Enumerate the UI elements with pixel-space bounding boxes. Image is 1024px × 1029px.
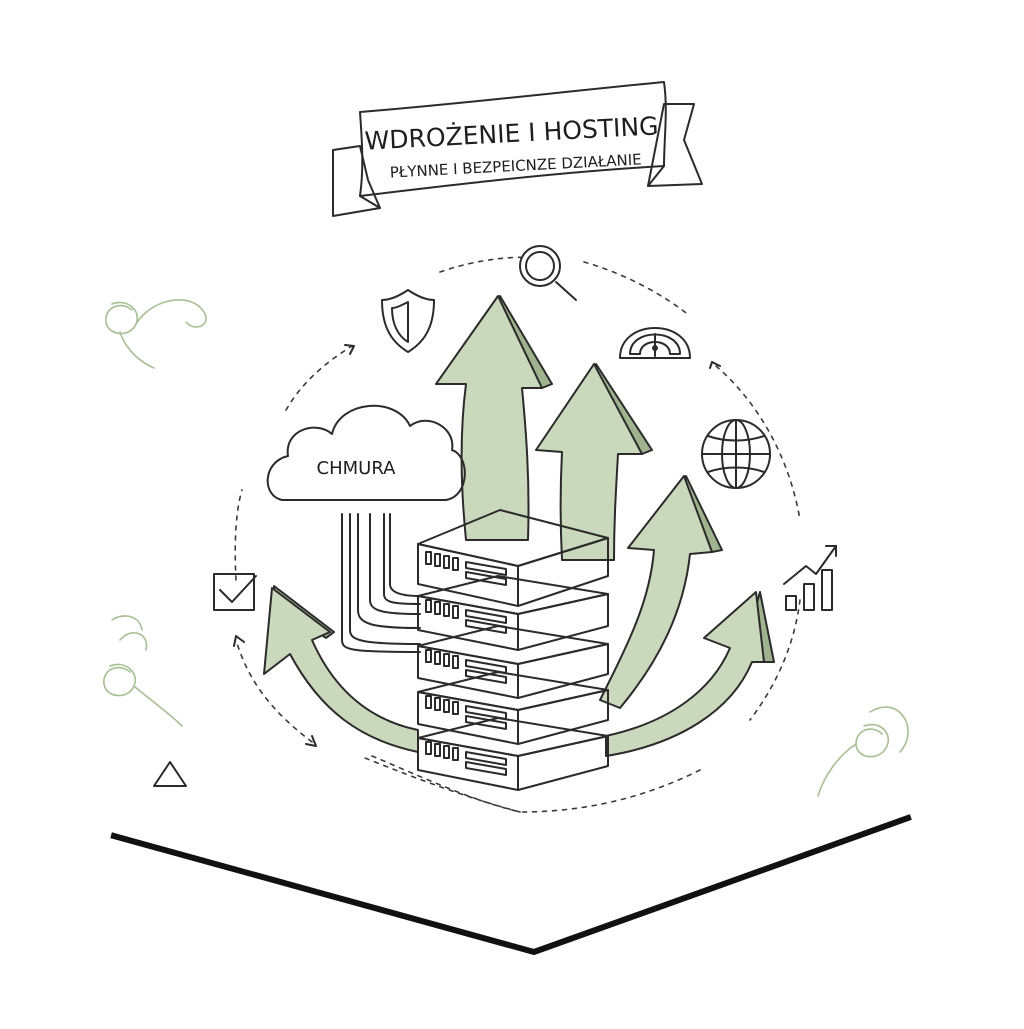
server-unit	[417, 625, 609, 699]
server-unit	[417, 717, 609, 791]
gauge-icon	[619, 327, 691, 359]
swirl-decoration	[817, 706, 909, 797]
magnifier-icon	[519, 245, 577, 301]
triangle-icon	[153, 761, 187, 787]
checkbox-icon	[213, 573, 257, 611]
base-chevron-line	[110, 814, 912, 956]
globe-icon	[701, 419, 771, 489]
cloud: CHMURA	[266, 404, 466, 501]
server-stack	[417, 509, 609, 791]
server-unit	[417, 509, 609, 607]
banner-title: WDROŻENIE I HOSTING	[364, 111, 659, 155]
growth-arrows	[263, 295, 775, 757]
swirl-decoration	[103, 615, 183, 727]
banner-subtitle: PŁYNNE I BEZPEICNZE DZIAŁANIE	[389, 150, 642, 181]
cloud-label: CHMURA	[317, 458, 397, 479]
title-banner: WDROŻENIE I HOSTING PŁYNNE I BEZPEICNZE …	[332, 81, 703, 217]
dashed-orbit-segment	[371, 755, 521, 813]
shield-icon	[381, 289, 435, 353]
dashed-orbit	[233, 256, 801, 813]
server-unit	[417, 671, 609, 745]
bar-chart-icon	[783, 545, 837, 611]
server-unit	[417, 575, 609, 651]
cables	[341, 513, 421, 653]
swirl-decoration	[105, 299, 207, 369]
